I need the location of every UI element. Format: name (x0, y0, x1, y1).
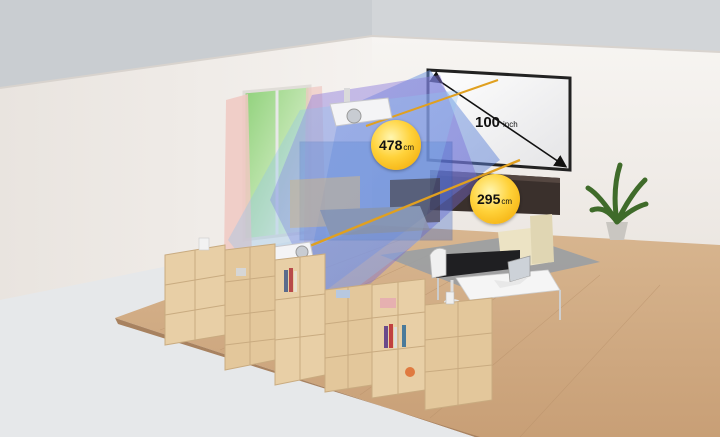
chair (429, 247, 447, 300)
screen-size-unit: inch (503, 120, 518, 129)
distance-near-unit: cm (501, 197, 513, 206)
screen-size-label: 100 inch (475, 114, 518, 131)
distance-near-value: 295 (477, 191, 501, 207)
screen-size-value: 100 (475, 114, 501, 131)
laptop (494, 255, 531, 288)
distance-far-value: 478 (379, 137, 403, 153)
bookshelves (164, 237, 493, 411)
curtain (224, 94, 252, 262)
distance-far-unit: cm (403, 143, 415, 152)
distance-badge-far (371, 120, 421, 170)
projected-room-view (290, 176, 440, 236)
bench (430, 250, 520, 278)
distance-near-label: 295 cm (477, 191, 512, 207)
ceiling-projector (329, 88, 393, 127)
distance-badge-near (470, 174, 520, 224)
plant (585, 162, 649, 240)
distance-line-near (299, 158, 521, 252)
distance-far-label: 478 cm (379, 137, 414, 153)
